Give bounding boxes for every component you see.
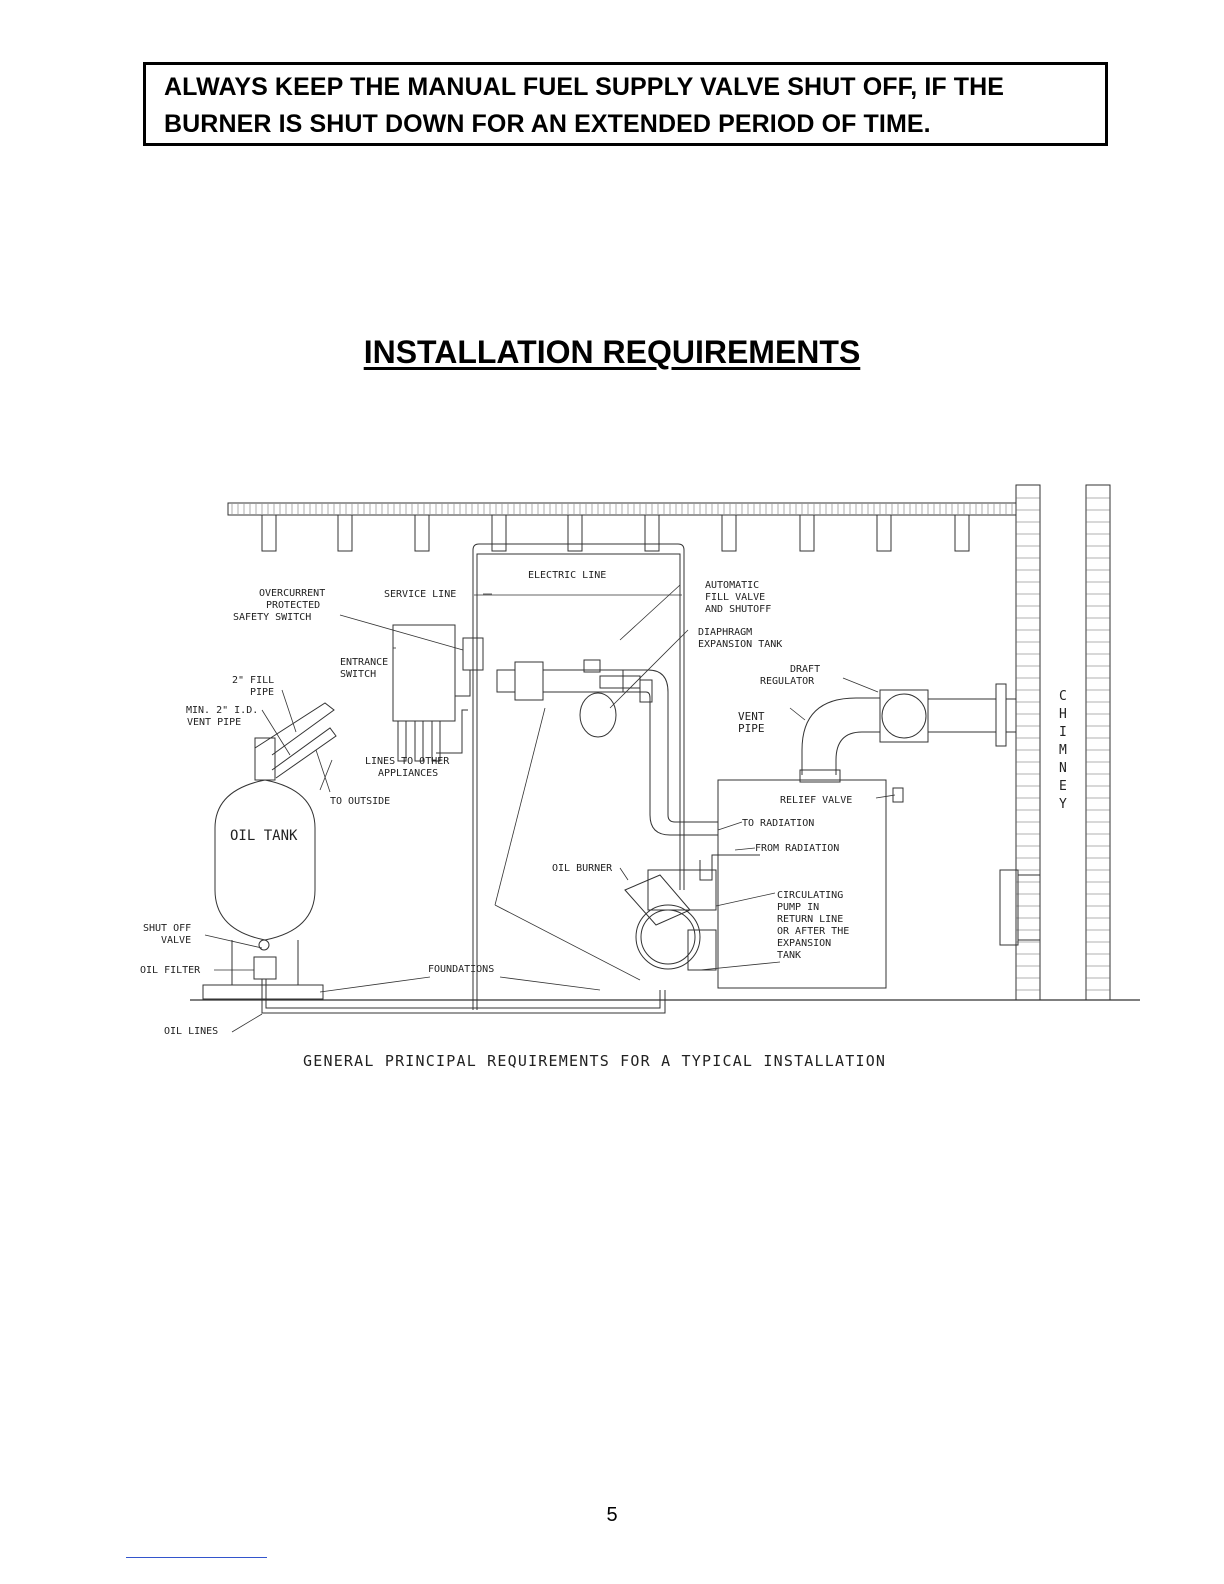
diagram-caption: GENERAL PRINCIPAL REQUIREMENTS FOR A TYP…: [303, 1052, 886, 1070]
safety-switch: [462, 637, 484, 671]
chimney-letter: H: [1059, 707, 1067, 722]
label-diaphragm-1: DIAPHRAGM: [698, 627, 752, 638]
label-overcurrent-1: OVERCURRENT: [259, 588, 325, 599]
fill-valve-assembly: [496, 659, 669, 815]
footer-rule: [126, 1557, 267, 1558]
label-to-outside: TO OUTSIDE: [330, 796, 390, 807]
label-vent-1: VENT: [738, 710, 765, 723]
label-electric-line: ELECTRIC LINE: [528, 570, 606, 581]
beam-hatch: [231, 504, 1013, 514]
label-circ-2: PUMP IN: [777, 902, 819, 913]
label-diaphragm-2: EXPANSION TANK: [698, 639, 782, 650]
label-circ-4: OR AFTER THE: [777, 926, 849, 937]
electric-line: [472, 543, 685, 1010]
label-from-radiation: FROM RADIATION: [755, 843, 839, 854]
label-vent-pipe-min-1: MIN. 2" I.D.: [186, 705, 258, 716]
label-vent-2: PIPE: [738, 722, 765, 735]
label-auto-fill-1: AUTOMATIC: [705, 580, 759, 591]
chimney-label: C H I M N E Y: [1059, 689, 1067, 812]
entrance-switch: [392, 624, 456, 722]
page-title: INSTALLATION REQUIREMENTS: [363, 334, 861, 370]
label-auto-fill-3: AND SHUTOFF: [705, 604, 771, 615]
label-entrance-2: SWITCH: [340, 669, 376, 680]
label-entrance-1: ENTRANCE: [340, 657, 388, 668]
chimney-letter: N: [1059, 761, 1067, 776]
label-foundations: FOUNDATIONS: [428, 964, 494, 975]
label-overcurrent-2: PROTECTED: [266, 600, 320, 611]
chimney-letter: E: [1059, 779, 1067, 794]
chimney-letter: I: [1059, 725, 1067, 740]
chimney-letter: C: [1059, 689, 1067, 704]
leader-lines: [204, 584, 896, 1033]
installation-diagram: ELECTRIC LINE SERVICE LINE OVERCURRENT P…: [140, 484, 1140, 1070]
chimney: [999, 484, 1111, 1001]
label-circ-1: CIRCULATING: [777, 890, 843, 901]
label-draft-2: REGULATOR: [760, 676, 815, 687]
label-shut-off-2: VALVE: [161, 935, 191, 946]
label-oil-filter: OIL FILTER: [140, 965, 201, 976]
label-circ-6: TANK: [777, 950, 801, 961]
warning-box: ALWAYS KEEP THE MANUAL FUEL SUPPLY VALVE…: [143, 62, 1108, 146]
label-fill-pipe-1: 2" FILL: [232, 675, 274, 686]
label-fill-pipe-2: PIPE: [250, 687, 274, 698]
label-lines-other-2: APPLIANCES: [378, 768, 438, 779]
vent-pipe: [799, 683, 1016, 803]
label-oil-lines: OIL LINES: [164, 1026, 218, 1037]
chimney-letter: M: [1059, 743, 1067, 758]
label-circ-3: RETURN LINE: [777, 914, 843, 925]
chimney-letter: Y: [1059, 797, 1067, 812]
label-draft-1: DRAFT: [790, 664, 820, 675]
page-number: 5: [606, 1504, 618, 1526]
warning-line-2: BURNER IS SHUT DOWN FOR AN EXTENDED PERI…: [164, 110, 931, 138]
label-to-radiation: TO RADIATION: [742, 818, 814, 829]
label-shut-off-1: SHUT OFF: [143, 923, 191, 934]
label-lines-other-1: LINES TO OTHER: [365, 756, 450, 767]
label-circ-5: EXPANSION: [777, 938, 831, 949]
label-vent-pipe-min-2: VENT PIPE: [187, 717, 241, 728]
label-overcurrent-3: SAFETY SWITCH: [233, 612, 311, 623]
oil-tank-drawing: [202, 702, 666, 1014]
label-relief-valve: RELIEF VALVE: [780, 795, 852, 806]
warning-line-1: ALWAYS KEEP THE MANUAL FUEL SUPPLY VALVE…: [164, 73, 1005, 101]
joists: [261, 514, 970, 552]
label-oil-tank: OIL TANK: [230, 828, 298, 844]
label-auto-fill-2: FILL VALVE: [705, 592, 765, 603]
label-service-line: SERVICE LINE: [384, 589, 456, 600]
boiler: [624, 779, 887, 989]
label-oil-burner: OIL BURNER: [552, 863, 613, 874]
